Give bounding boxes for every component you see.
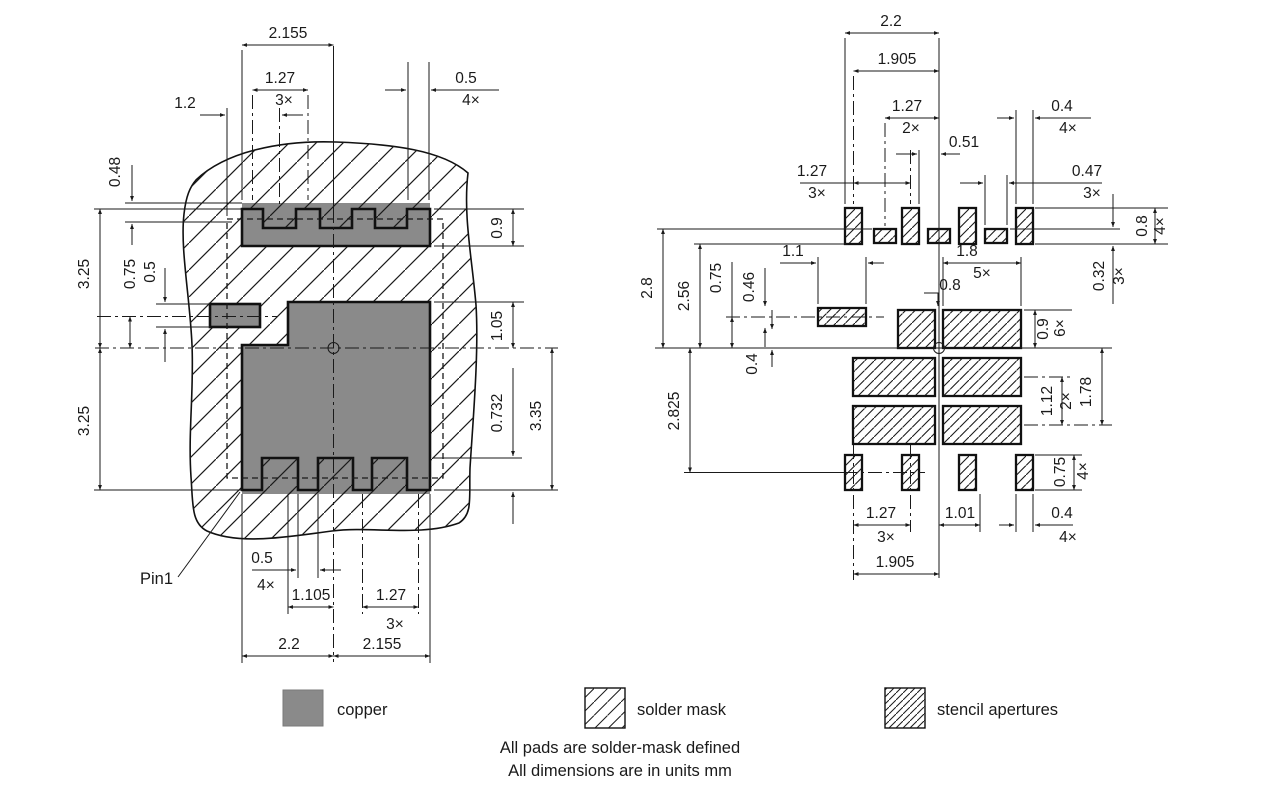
dim-top-lead-width: 0.5 xyxy=(455,70,477,87)
dim-r-ap3-width: 0.47 xyxy=(1072,163,1102,180)
dim-r-small-width: 0.8 xyxy=(939,277,961,294)
dim-r-left-h2: 2.56 xyxy=(676,281,693,311)
dim-r-row-count: 6× xyxy=(1052,319,1069,337)
dim-lower-height: 3.25 xyxy=(76,406,93,436)
dim-r-bottom-gap: 1.01 xyxy=(945,505,975,522)
dim-side-pad-offset: 0.75 xyxy=(122,259,139,289)
dim-r-ap-height: 0.8 xyxy=(1134,215,1151,237)
dim-r-ap4-width: 0.4 xyxy=(1051,98,1073,115)
dim-top-pitch-count: 3× xyxy=(275,92,293,109)
dim-top-pitch: 1.27 xyxy=(265,70,295,87)
dim-r-bottom-span: 1.905 xyxy=(876,554,915,571)
dim-mask-top: 0.48 xyxy=(107,157,124,187)
copper-thermal-pad xyxy=(242,302,430,494)
drawing-notes: All pads are solder-mask defined All dim… xyxy=(500,739,740,780)
note-solder-mask-defined: All pads are solder-mask defined xyxy=(500,739,740,757)
dim-r-side-height: 0.46 xyxy=(741,272,758,302)
left-view-solder-mask-copper: 2.155 1.27 3× 0.5 4× 1.2 0.48 3.25 0.75 … xyxy=(76,25,558,663)
stencil-apertures xyxy=(816,206,1035,492)
dim-bottom-inner: 1.105 xyxy=(292,587,331,604)
dim-r-pitch2: 1.27 xyxy=(892,98,922,115)
right-view-stencil: 2.2 1.905 1.27 2× 0.51 0.4 4× 1.27 3× 0.… xyxy=(639,13,1169,580)
origin-mark xyxy=(327,342,340,354)
dim-r-small-height-count: 3× xyxy=(1111,267,1128,285)
dim-pad-top-offset: 1.05 xyxy=(489,311,506,341)
dim-top-offset: 1.2 xyxy=(174,95,196,112)
dim-r-pitch3: 1.27 xyxy=(797,163,827,180)
legend-stencil-label: stencil apertures xyxy=(937,701,1058,719)
dim-r-side-width: 1.1 xyxy=(782,243,804,260)
dimensions-right-view: 2.2 1.905 1.27 2× 0.51 0.4 4× 1.27 3× 0.… xyxy=(639,13,1169,576)
dim-bottom-pitch: 1.27 xyxy=(376,587,406,604)
dim-r-pitch3-count: 3× xyxy=(808,185,826,202)
dim-r-row-pitch-count: 2× xyxy=(1058,392,1075,410)
dim-top-lead-count: 4× xyxy=(462,92,480,109)
dim-upper-height: 3.25 xyxy=(76,259,93,289)
dim-lead-length: 0.732 xyxy=(489,394,506,433)
dim-r-ap3-count: 3× xyxy=(1083,185,1101,202)
dim-r-row-height: 0.9 xyxy=(1035,318,1052,340)
dim-r-bottom-width: 0.4 xyxy=(1051,505,1073,522)
dim-r-row-span: 1.78 xyxy=(1078,377,1095,407)
dim-bottom-left-half: 2.2 xyxy=(278,636,300,653)
dim-r-big-width: 1.8 xyxy=(956,243,978,260)
dim-r-bottom-width-count: 4× xyxy=(1059,529,1077,546)
dim-r-center-gap: 0.51 xyxy=(949,134,979,151)
legend-stencil-hatch xyxy=(885,688,925,728)
dim-side-pad-height: 0.5 xyxy=(142,261,159,283)
legend-solder-mask-hatch xyxy=(585,688,625,728)
dim-r-lower-span: 2.825 xyxy=(666,392,683,431)
dim-bottom-lead-width: 0.5 xyxy=(251,550,273,567)
dim-mask-opening-height: 0.9 xyxy=(489,217,506,239)
note-units: All dimensions are in units mm xyxy=(508,762,732,780)
dim-r-ap4-count: 4× xyxy=(1059,120,1077,137)
dim-r-ap-height-count: 4× xyxy=(1152,217,1169,235)
copper-side-pad xyxy=(210,304,260,327)
extension-lines-left-view xyxy=(94,50,558,663)
dim-r-side-gap: 0.4 xyxy=(744,353,761,375)
dim-r-top-inner: 1.905 xyxy=(878,51,917,68)
dim-r-bottom-pitch-count: 3× xyxy=(877,529,895,546)
legend-solder-mask-label: solder mask xyxy=(637,701,727,719)
dim-bottom-right-half: 2.155 xyxy=(363,636,402,653)
dim-r-bottom-height: 0.75 xyxy=(1052,457,1069,487)
dim-r-row-pitch: 1.12 xyxy=(1039,386,1056,416)
dim-r-big-count: 5× xyxy=(973,265,991,282)
dim-r-pitch2-count: 2× xyxy=(902,120,920,137)
dim-bottom-pitch-count: 3× xyxy=(386,616,404,633)
dim-r-small-height: 0.32 xyxy=(1091,261,1108,291)
dim-top-width: 2.155 xyxy=(269,25,308,42)
legend-copper-swatch xyxy=(282,689,324,727)
legend-copper-label: copper xyxy=(337,701,388,719)
dim-r-side-offset: 0.75 xyxy=(708,263,725,293)
dim-bottom-lead-count: 4× xyxy=(257,577,275,594)
center-lines xyxy=(95,46,558,662)
dim-pad-bottom-span: 3.35 xyxy=(528,401,545,431)
dim-r-bottom-height-count: 4× xyxy=(1075,462,1092,480)
dim-r-left-h1: 2.8 xyxy=(639,277,656,299)
legend: copper solder mask stencil apertures xyxy=(282,687,1058,729)
dim-r-bottom-pitch: 1.27 xyxy=(866,505,896,522)
dim-r-top-width: 2.2 xyxy=(880,13,902,30)
dimensions-left-view: 2.155 1.27 3× 0.5 4× 1.2 0.48 3.25 0.75 … xyxy=(76,25,554,658)
pin1-label: Pin1 xyxy=(140,570,173,588)
